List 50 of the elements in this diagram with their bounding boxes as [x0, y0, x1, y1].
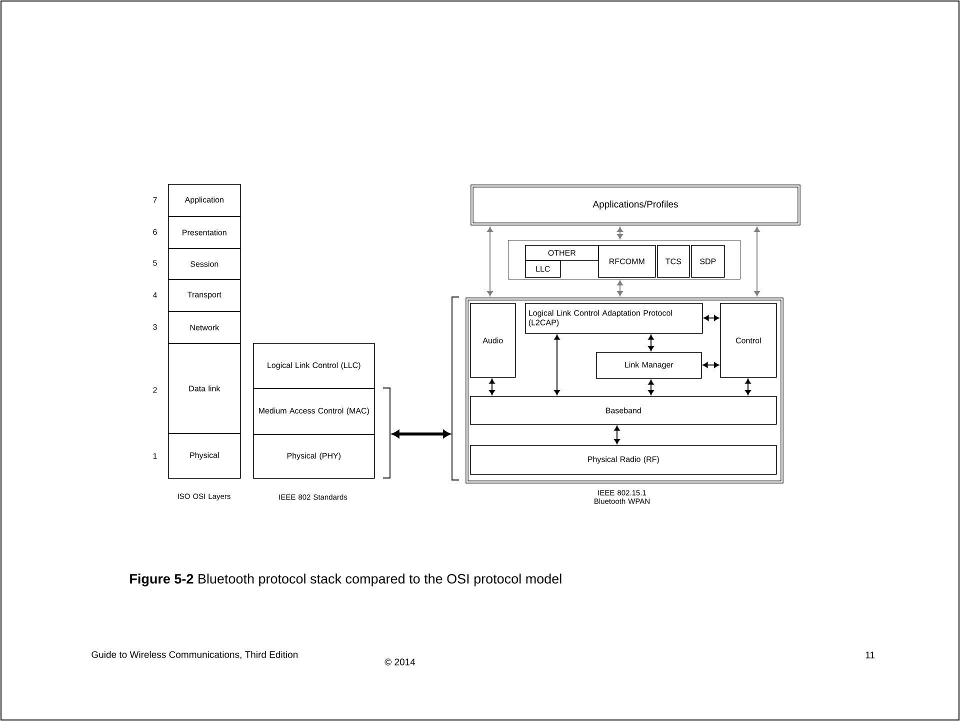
arrow — [617, 226, 623, 240]
arrow — [487, 226, 493, 296]
layer-number: 5 — [153, 260, 157, 266]
protocol-box: Link Manager — [596, 352, 702, 379]
arrow — [745, 378, 751, 396]
page-number: 11 — [866, 652, 874, 658]
stack-box — [466, 298, 784, 484]
protocol-box: SDP — [691, 245, 725, 278]
arrow — [554, 334, 560, 396]
protocol-box: TCS — [657, 245, 690, 278]
protocol-box: Physical Radio (RF) — [470, 445, 777, 475]
layer-number: 1 — [153, 453, 157, 459]
layer-box: Medium Access Control (MAC) — [253, 388, 375, 435]
figure-caption: Figure 5-2 Bluetooth protocol stack compared to the OSI protocol model — [130, 574, 562, 586]
layer-box: Logical Link Control (LLC) — [253, 343, 375, 389]
layer-box: Data link — [168, 343, 241, 434]
layer-box: Transport — [168, 279, 241, 312]
protocol-box: Baseband — [470, 396, 777, 425]
application-box: Applications/Profiles — [470, 184, 800, 226]
layer-box: Physical — [168, 433, 241, 479]
copyright-text: © 2014 — [384, 658, 416, 666]
arrow — [614, 426, 620, 444]
protocol-box: OTHER — [525, 245, 599, 261]
layer-number: 4 — [152, 292, 157, 298]
layer-number: 6 — [153, 229, 157, 235]
layer-number: 3 — [153, 324, 157, 330]
protocol-box: Control — [720, 303, 777, 378]
arrow — [392, 430, 450, 438]
layer-box: Physical (PHY) — [253, 434, 375, 479]
bracket — [382, 388, 390, 478]
protocol-box: LLC — [525, 260, 561, 278]
layer-box: Application — [168, 184, 241, 217]
arrow — [617, 280, 623, 296]
footer-text: Guide to Wireless Communications, Third Edition — [92, 650, 298, 660]
layer-box: Presentation — [168, 216, 241, 249]
arrow — [754, 226, 760, 296]
arrow — [648, 334, 654, 352]
layer-box: Network — [168, 311, 241, 344]
bracket — [452, 296, 460, 480]
protocol-box: Logical Link Control Adaptation Protocol (L2CAP) — [525, 303, 703, 334]
arrow — [489, 378, 495, 396]
arrow — [702, 362, 720, 368]
protocol-group-box — [508, 240, 740, 280]
layer-number: 2 — [153, 387, 157, 393]
arrow — [648, 380, 654, 396]
arrow — [704, 315, 720, 321]
layer-number: 7 — [153, 197, 157, 203]
protocol-box: RFCOMM — [598, 245, 656, 278]
protocol-box: Audio — [470, 303, 516, 378]
layer-box: Session — [168, 248, 241, 280]
